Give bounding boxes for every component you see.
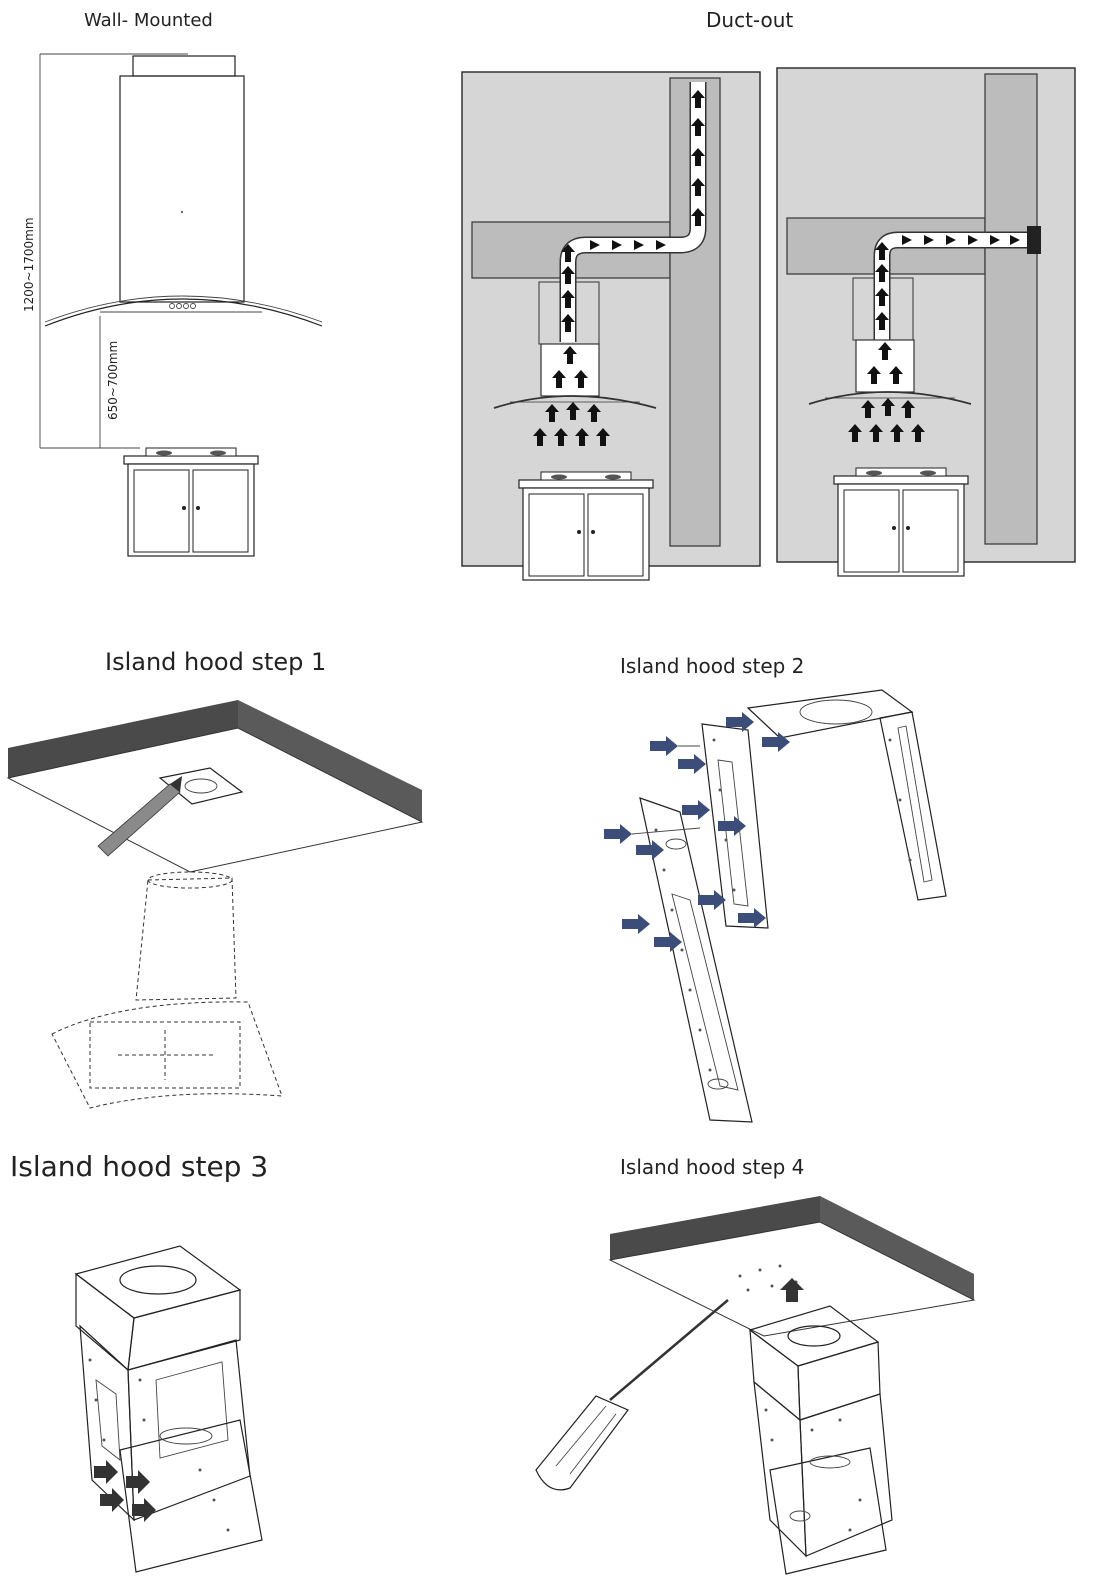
caption-step-1: Island hood step 1 — [105, 648, 327, 676]
wall-mounted-diagram — [39, 53, 323, 557]
caption-duct-out: Duct-out — [706, 8, 794, 32]
caption-wall-mounted: Wall- Mounted — [84, 10, 213, 31]
caption-step-3: Island hood step 3 — [10, 1150, 269, 1183]
island-step-1-diagram — [6, 700, 424, 1109]
island-step-2-diagram — [604, 689, 947, 1123]
island-step-3-diagram — [74, 1245, 263, 1573]
caption-step-4: Island hood step 4 — [620, 1155, 805, 1179]
island-step-4-diagram — [535, 1196, 976, 1575]
duct-out-vertical-diagram — [461, 71, 761, 581]
caption-step-2: Island hood step 2 — [620, 654, 805, 678]
duct-out-horizontal-diagram — [776, 67, 1076, 577]
